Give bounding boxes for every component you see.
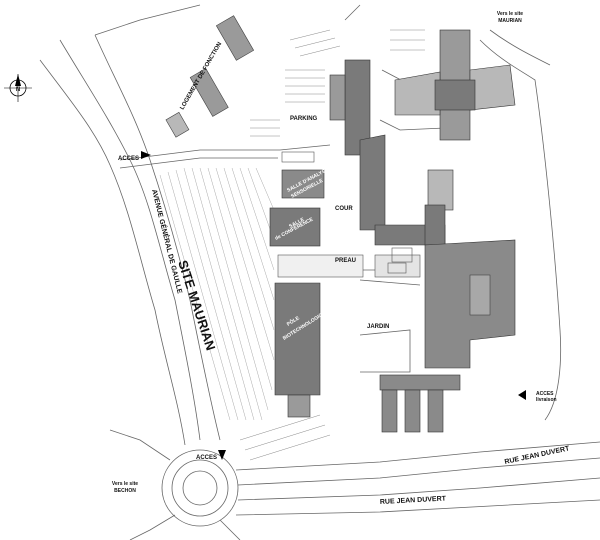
parking-stripes	[239, 29, 425, 461]
building-small-east	[427, 169, 454, 211]
acces-arrow-south	[218, 450, 226, 460]
building-small-east-2	[424, 204, 446, 246]
acces-arrow-livraison	[518, 390, 526, 400]
label-vers-bechon-2: BECHON	[114, 488, 136, 494]
building-logement-3	[165, 111, 190, 138]
acces-arrow-north	[141, 151, 151, 159]
compass-letter: N	[16, 87, 20, 93]
buildings	[165, 15, 516, 433]
building-logement-2	[189, 68, 229, 117]
field-hatching	[159, 167, 275, 421]
building-logement-1	[215, 15, 255, 61]
label-vers-maurian-2: MAURIAN	[498, 18, 522, 24]
building-salle-analyse	[281, 169, 325, 199]
label-vers-bechon-1: Vers le site	[112, 481, 138, 487]
building-dome-left	[394, 71, 441, 116]
label-vers-maurian-1: Vers le site	[497, 11, 523, 17]
building-salle-conference	[269, 207, 321, 247]
label-cour: COUR	[335, 206, 353, 212]
building-comb-top	[379, 374, 461, 391]
label-acces-south: ACCES	[196, 455, 217, 461]
building-east-wing	[359, 134, 386, 231]
label-acces-livraison-1: ACCES	[536, 391, 554, 397]
label-acces-livraison-2: livraison	[536, 397, 557, 403]
compass-icon: N	[4, 74, 32, 102]
building-pole-annex	[287, 394, 311, 418]
building-main-annex	[329, 74, 346, 121]
label-acces-north: ACCES	[118, 156, 139, 162]
building-preau	[277, 254, 364, 278]
building-comb-1	[381, 389, 398, 433]
building-big-right-inner	[469, 274, 491, 316]
building-center-top-right	[434, 79, 476, 111]
building-pole-biotech	[274, 282, 321, 396]
building-comb-3	[427, 389, 444, 433]
building-dome-right	[469, 64, 516, 111]
label-rue-duvert-south: RUE JEAN DUVERT	[380, 496, 447, 506]
label-site-maurian: SITE MAURIAN	[175, 258, 218, 352]
label-avenue-de-gaulle: AVENUE GÉNÉRAL DE GAULLE	[150, 188, 185, 294]
label-preau: PREAU	[335, 258, 356, 264]
label-jardin: JARDIN	[367, 324, 389, 330]
label-parking: PARKING	[290, 116, 318, 122]
building-comb-2	[404, 389, 421, 433]
building-preau-east	[374, 254, 421, 278]
